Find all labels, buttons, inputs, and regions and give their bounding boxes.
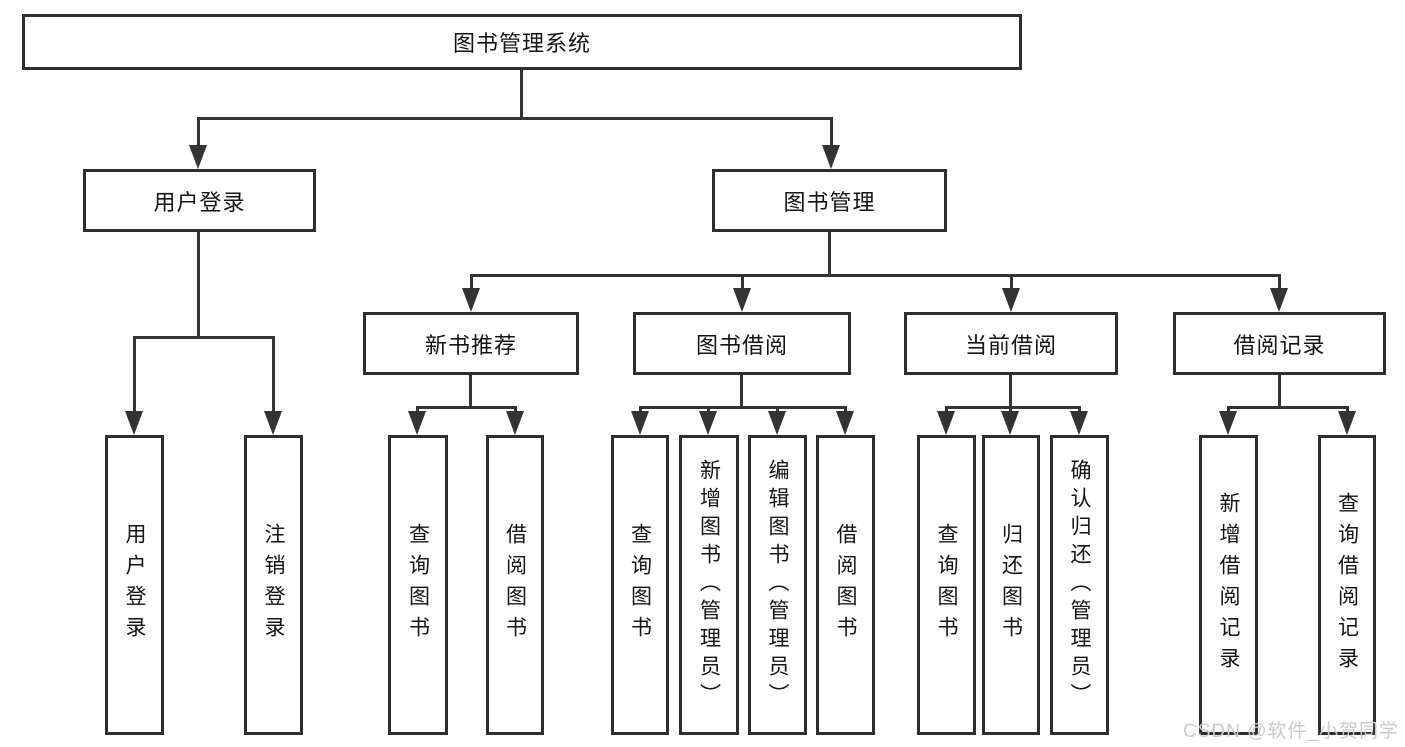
leaf-label: 查询图书 — [628, 523, 652, 647]
leaf-logout: 注销登录 — [244, 435, 303, 735]
arrow-down-icon — [1001, 411, 1019, 435]
connector-bookmgmt-stub — [828, 232, 831, 277]
arrow-down-icon — [1270, 288, 1288, 312]
connector-to-current-borrow — [1010, 274, 1013, 292]
leaf-return-book: 归还图书 — [982, 435, 1040, 735]
node-label: 当前借阅 — [964, 332, 1057, 358]
node-book-borrow: 图书借阅 — [633, 312, 851, 375]
arrow-down-icon — [733, 288, 751, 312]
arrow-down-icon — [462, 288, 480, 312]
leaf-query-borrow-record: 查询借阅记录 — [1318, 435, 1376, 735]
node-borrow-records: 借阅记录 — [1173, 312, 1386, 375]
connector-records-stub — [1278, 375, 1281, 409]
leaf-label: 新增图书（管理员） — [697, 459, 721, 711]
leaf-label: 确认归还（管理员） — [1068, 459, 1091, 711]
leaf-add-book-admin: 新增图书（管理员） — [679, 435, 739, 735]
leaf-query-books-3: 查询图书 — [917, 435, 976, 735]
connector-records-bar — [1227, 406, 1348, 409]
connector-root-stub — [520, 68, 523, 118]
connector-current-bar — [945, 406, 1080, 409]
connector-newbook-stub — [469, 375, 472, 409]
node-current-borrow: 当前借阅 — [904, 312, 1118, 375]
leaf-label: 新增借阅记录 — [1217, 492, 1240, 678]
connector-bookborrow-bar — [639, 406, 846, 409]
arrow-down-icon — [768, 411, 786, 435]
node-label: 新书推荐 — [424, 332, 517, 358]
arrow-down-icon — [937, 411, 955, 435]
node-label: 借阅记录 — [1233, 332, 1326, 358]
leaf-query-books-1: 查询图书 — [388, 435, 448, 735]
arrow-down-icon — [1338, 411, 1356, 435]
connector-userlogin-bar — [133, 336, 275, 339]
node-label: 图书管理 — [783, 189, 876, 215]
node-label: 图书借阅 — [695, 332, 788, 358]
arrow-down-icon — [1002, 288, 1020, 312]
arrow-down-icon — [264, 411, 282, 435]
connector-to-book-borrow — [741, 274, 744, 292]
connector-userlogin-stub — [197, 232, 200, 339]
node-label: 图书管理系统 — [452, 31, 591, 56]
leaf-borrow-books-1: 借阅图书 — [486, 435, 544, 735]
csdn-watermark: CSDN @软件_小贺同学 — [1183, 721, 1399, 742]
connector-bookmgmt-bar — [470, 274, 1281, 277]
connector-to-new-book — [470, 274, 473, 292]
arrow-down-icon — [699, 411, 717, 435]
leaf-label: 查询图书 — [935, 523, 958, 647]
leaf-label: 归还图书 — [999, 523, 1023, 647]
arrow-down-icon — [1219, 411, 1237, 435]
arrow-down-icon — [189, 145, 207, 169]
leaf-query-books-2: 查询图书 — [611, 435, 669, 735]
leaf-label: 注销登录 — [262, 523, 285, 647]
node-new-book-recommend: 新书推荐 — [363, 312, 579, 375]
leaf-label: 借阅图书 — [503, 523, 527, 647]
arrow-down-icon — [506, 411, 524, 435]
node-system-root: 图书管理系统 — [22, 14, 1022, 70]
arrow-down-icon — [1070, 411, 1088, 435]
connector-to-leaf — [272, 336, 275, 416]
leaf-label: 借阅图书 — [834, 523, 857, 647]
leaf-add-borrow-record: 新增借阅记录 — [1199, 435, 1258, 735]
connector-to-book-mgmt — [830, 117, 833, 149]
leaf-confirm-return-admin: 确认归还（管理员） — [1050, 435, 1109, 735]
arrow-down-icon — [836, 411, 854, 435]
arrow-down-icon — [125, 411, 143, 435]
node-book-management: 图书管理 — [712, 169, 947, 232]
connector-bookborrow-stub — [740, 375, 743, 409]
arrow-down-icon — [408, 411, 426, 435]
connector-to-user-login — [197, 117, 200, 149]
leaf-label: 查询借阅记录 — [1335, 492, 1359, 678]
leaf-label: 用户登录 — [123, 523, 146, 647]
leaf-edit-book-admin: 编辑图书（管理员） — [748, 435, 807, 735]
connector-to-leaf — [133, 336, 136, 416]
leaf-user-login: 用户登录 — [105, 435, 164, 735]
connector-newbook-bar — [416, 406, 517, 409]
leaf-label: 编辑图书（管理员） — [766, 459, 789, 711]
connector-current-stub — [1009, 375, 1012, 409]
arrow-down-icon — [822, 145, 840, 169]
leaf-label: 查询图书 — [406, 523, 430, 647]
node-label: 用户登录 — [153, 189, 246, 215]
connector-to-borrow-records — [1278, 274, 1281, 292]
arrow-down-icon — [631, 411, 649, 435]
node-user-login: 用户登录 — [83, 169, 316, 232]
leaf-borrow-books-2: 借阅图书 — [816, 435, 875, 735]
connector-root-bar — [197, 117, 832, 120]
